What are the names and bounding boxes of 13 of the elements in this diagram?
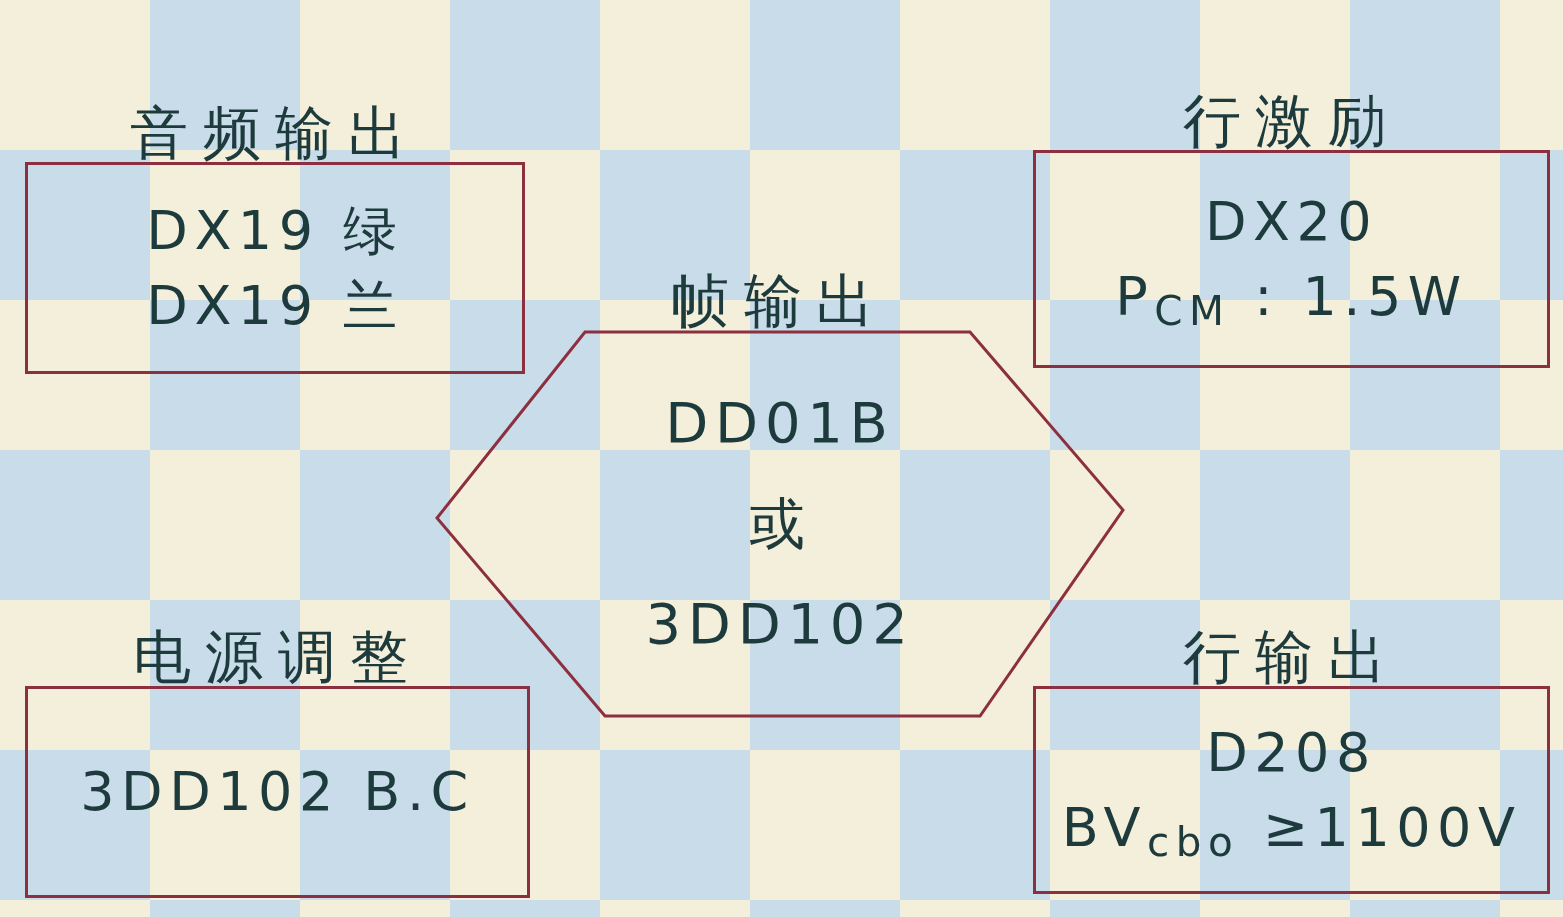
part-number: P$_{CM}$ : 1.5W — [1115, 264, 1468, 331]
heading-label: 行激励 — [1182, 92, 1401, 150]
heading-label: 帧输出 — [671, 272, 889, 330]
heading-label: 行输出 — [1182, 628, 1401, 686]
heading-label: 音频输出 — [130, 104, 420, 162]
part-number: DX19 绿 — [146, 197, 404, 264]
part-number: 3DD102 B.C — [80, 759, 475, 826]
part-number: DD01B 或 3DD102 — [644, 388, 916, 659]
part-number: D208 — [1206, 719, 1377, 786]
heading-label: 电源调整 — [132, 628, 423, 686]
part-number: BV$_{cbo}$ ≥1100V — [1061, 795, 1522, 862]
part-number: DX20 — [1204, 188, 1379, 255]
part-number: DX19 兰 — [146, 273, 404, 339]
